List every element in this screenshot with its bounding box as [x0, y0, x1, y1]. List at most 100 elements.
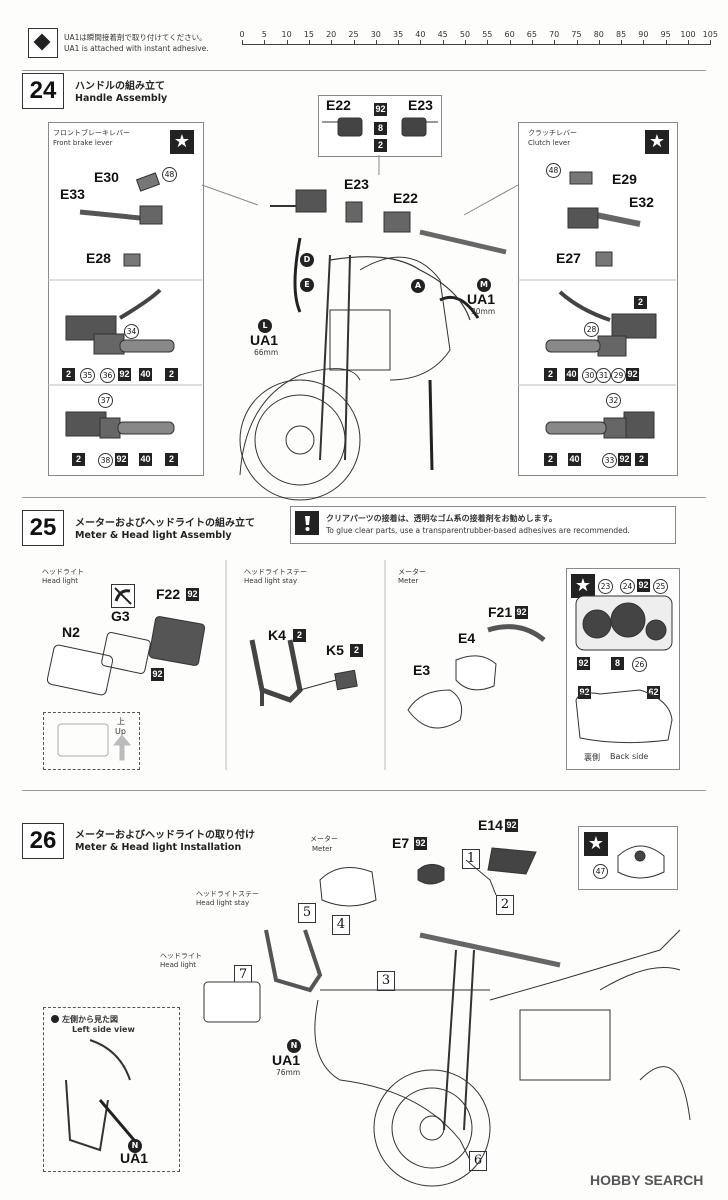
section-title-en: Meter — [398, 577, 419, 585]
paint-number: 92 — [577, 657, 590, 670]
step24-title-en: Handle Assembly — [75, 93, 168, 104]
paint-number: 92 — [515, 606, 528, 619]
section-title-en: Head light — [160, 961, 197, 969]
up-label-en: Up — [115, 727, 126, 736]
ruler-tick-label: 100 — [680, 30, 696, 39]
section-title-jp: ヘッドライト — [160, 952, 202, 960]
ruler-tick-label: 80 — [593, 30, 604, 39]
back-label-jp: 裏側 — [584, 753, 600, 762]
part-label: E29 — [612, 171, 637, 187]
ruler-tick-label: 45 — [437, 30, 448, 39]
part-label: E4 — [458, 630, 476, 646]
paint-number: 92 — [115, 453, 128, 466]
cable-marker: M — [477, 278, 491, 292]
ruler-tick-label: 95 — [660, 30, 671, 39]
cable-marker: E — [300, 278, 314, 292]
divider — [22, 497, 706, 498]
ruler-tick-label: 10 — [281, 30, 292, 39]
ruler-tick-label: 55 — [482, 30, 493, 39]
paint-number: 40 — [565, 368, 578, 381]
step26-title-en: Meter & Head light Installation — [75, 842, 242, 853]
ua-label: UA1 — [120, 1150, 149, 1166]
cable-marker: N — [287, 1039, 301, 1053]
step-marker: 3 — [377, 971, 395, 991]
divider — [22, 70, 706, 71]
paint-number: 40 — [568, 453, 581, 466]
ruler-tick — [621, 40, 623, 45]
ruler-tick — [643, 40, 645, 45]
part-label: F22 — [156, 586, 181, 602]
part-number: 31 — [596, 368, 611, 383]
paint-number: 2 — [165, 453, 178, 466]
part-label: E27 — [556, 250, 581, 266]
ruler-tick — [375, 40, 377, 45]
paint-number: 2 — [62, 368, 75, 381]
part-label: G3 — [111, 608, 130, 624]
ruler-tick-label: 0 — [239, 30, 245, 39]
ruler-tick — [598, 40, 600, 45]
part-label: K4 — [268, 627, 286, 643]
paint-number: 2 — [374, 139, 387, 152]
section-title-en: Head light — [42, 577, 79, 585]
paint-number: 92 — [118, 368, 131, 381]
ruler-tick — [442, 40, 444, 45]
part-number: 36 — [100, 368, 115, 383]
step-marker: 1 — [462, 849, 480, 869]
ruler-tick-label: 65 — [526, 30, 537, 39]
part-number: 23 — [598, 579, 613, 594]
section-title-jp: メーター — [398, 568, 426, 576]
part-label: E33 — [60, 186, 85, 202]
part-label: K5 — [326, 642, 344, 658]
ruler-tick — [353, 40, 355, 45]
ua-length: 66mm — [254, 348, 279, 357]
part-label: E23 — [408, 97, 433, 113]
ruler-tick — [286, 40, 288, 45]
part-number: 37 — [98, 393, 113, 408]
part-number: 35 — [80, 368, 95, 383]
part-label: E28 — [86, 250, 111, 266]
ruler-tick — [465, 40, 466, 45]
ruler-tick — [398, 40, 400, 45]
ua-label: UA1 — [467, 291, 496, 307]
diamond-icon — [28, 28, 58, 58]
paint-number: 92 — [151, 668, 164, 681]
section-title-en: Head light stay — [244, 577, 298, 585]
part-number: 26 — [632, 657, 647, 672]
panel-title-jp: フロントブレーキレバー — [53, 129, 130, 137]
section-title-en: Head light stay — [196, 899, 250, 907]
step-marker: 5 — [298, 903, 316, 923]
ruler-tick — [688, 40, 689, 45]
part-label: E32 — [629, 194, 654, 210]
paint-number: 92 — [578, 686, 591, 699]
up-label-jp: 上 — [117, 717, 125, 726]
part-label: E22 — [393, 190, 418, 206]
step25-title-jp: メーターおよびヘッドライトの組み立て — [75, 518, 255, 529]
part-number: 34 — [124, 324, 139, 339]
ruler-note-jp: UA1は瞬間接着剤で取り付けてください。 — [64, 33, 207, 42]
part-number: 48 — [546, 163, 561, 178]
section-title-jp: メーター — [310, 835, 338, 843]
side-view-box — [43, 1007, 180, 1172]
part-number: 25 — [653, 579, 668, 594]
step-number-26: 26 — [22, 823, 64, 859]
step25-title-en: Meter & Head light Assembly — [75, 530, 232, 541]
paint-number: 8 — [374, 122, 387, 135]
ruler-tick — [509, 40, 511, 45]
adhesive-ruler: UA1は瞬間接着剤で取り付けてください。 UA1 is attached wit… — [28, 28, 718, 58]
cable-marker: N — [128, 1139, 142, 1153]
ruler-tick-label: 35 — [393, 30, 404, 39]
ruler-tick — [487, 40, 489, 45]
part-number: 28 — [584, 322, 599, 337]
part-number: 24 — [620, 579, 635, 594]
paint-number: 8 — [611, 657, 624, 670]
ruler-tick — [308, 40, 310, 45]
panel-title-en: Front brake lever — [53, 139, 113, 147]
panel-title-jp: クラッチレバー — [528, 129, 577, 137]
ruler-tick-label: 85 — [616, 30, 627, 39]
star-icon: ★ — [584, 832, 608, 856]
ruler-tick — [576, 40, 578, 45]
ruler-tick — [554, 40, 556, 45]
star-icon: ★ — [170, 130, 194, 154]
ruler-tick — [710, 40, 712, 45]
